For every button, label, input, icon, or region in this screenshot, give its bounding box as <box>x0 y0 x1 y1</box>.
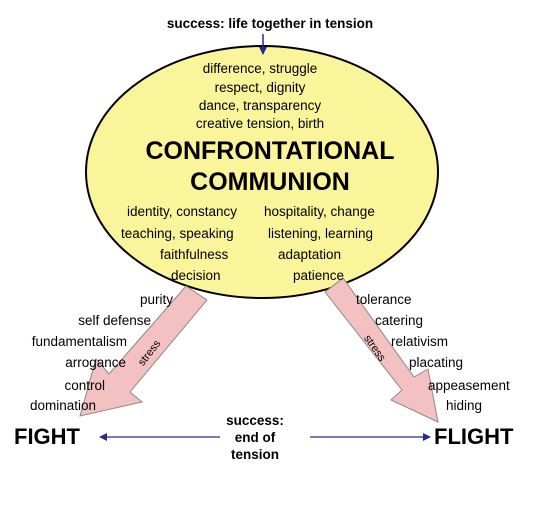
fight-item-3: fundamentalism <box>31 334 127 349</box>
ellipse-line-1: difference, struggle <box>202 61 318 76</box>
ellipse-line-3: dance, transparency <box>198 98 322 113</box>
ellipse-left-item-3: faithfulness <box>160 247 229 262</box>
ellipse-left-item-2: teaching, speaking <box>121 226 234 241</box>
ellipse-right-item-3: adaptation <box>278 247 342 262</box>
flight-item-1: tolerance <box>356 292 412 307</box>
ellipse-line-4: creative tension, birth <box>195 116 325 131</box>
ellipse-left-item-4: decision <box>171 268 221 283</box>
flight-item-5: appeasement <box>428 378 510 393</box>
bottom-success-line-2: end of <box>234 430 276 445</box>
fight-item-5: control <box>64 378 105 393</box>
ellipse-left-item-1: identity, constancy <box>127 204 238 219</box>
bottom-success-line-1: success: <box>226 413 284 428</box>
center-title: CONFRONTATIONAL COMMUNION <box>110 136 430 198</box>
bottom-success-line-3: tension <box>230 447 279 462</box>
flight-label: FLIGHT <box>434 424 514 449</box>
fight-item-6: domination <box>29 398 96 413</box>
flight-item-6: hiding <box>446 398 483 413</box>
ellipse-right-item-1: hospitality, change <box>264 204 375 219</box>
bottom-success-label: success: end of tension <box>200 412 310 463</box>
fight-item-2: self defense <box>78 313 151 328</box>
left-stress-arrow <box>79 285 208 417</box>
fight-item-4: arrogance <box>65 355 126 370</box>
center-title-line-1: CONFRONTATIONAL <box>145 137 395 165</box>
flight-item-4: placating <box>409 355 464 370</box>
center-title-line-2: COMMUNION <box>190 168 350 196</box>
ellipse-line-2: respect, dignity <box>214 80 306 95</box>
central-ellipse <box>85 45 439 299</box>
flight-item-2: catering <box>375 313 424 328</box>
right-stress-arrow <box>324 277 439 423</box>
top-success-label: success: life together in tension <box>166 16 374 31</box>
fight-item-1: purity <box>139 292 173 307</box>
fight-label: FIGHT <box>14 424 80 449</box>
ellipse-right-item-4: patience <box>293 268 345 283</box>
flight-item-3: relativism <box>391 334 449 349</box>
ellipse-right-item-2: listening, learning <box>268 226 374 241</box>
